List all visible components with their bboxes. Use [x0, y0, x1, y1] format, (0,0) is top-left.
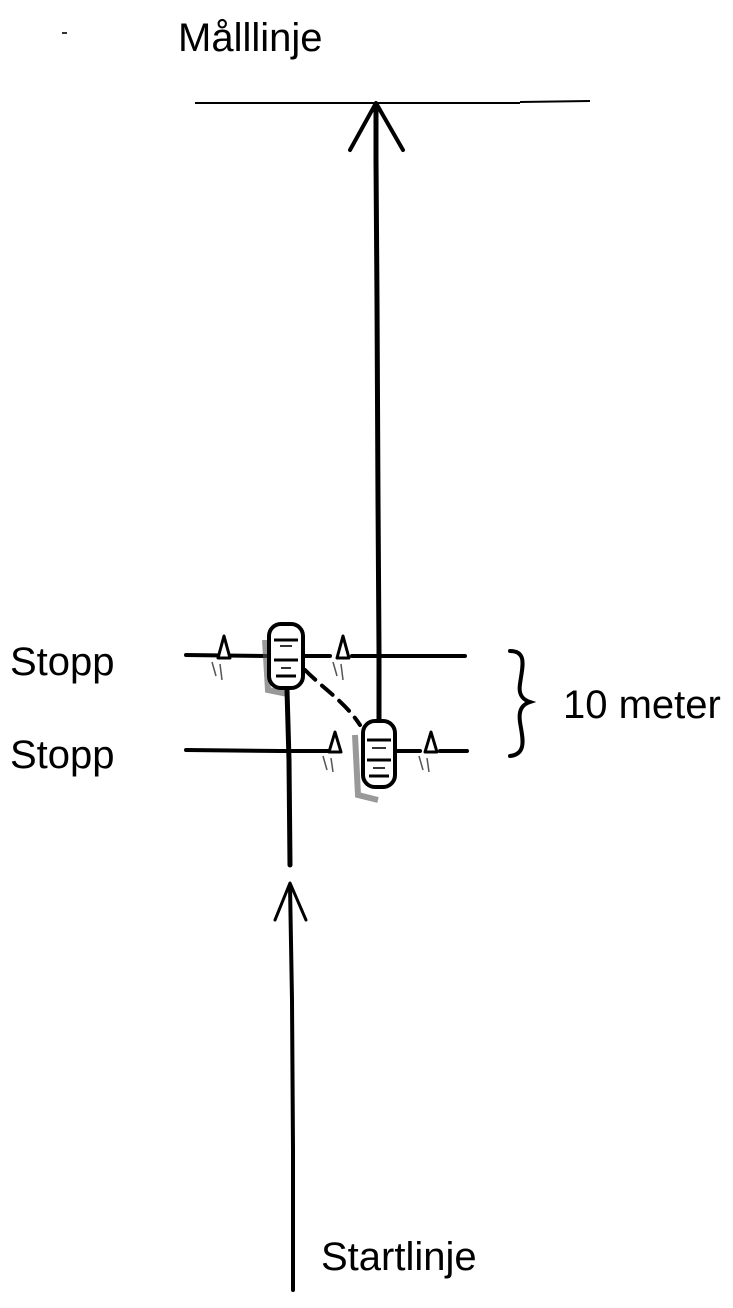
start-arrow-shaft	[288, 883, 295, 1292]
stray-mark	[62, 32, 67, 34]
finish-line-label: Målllinje	[178, 16, 323, 60]
curly-brace-icon	[508, 649, 537, 758]
stop-line-lower	[184, 748, 469, 753]
dashed-path	[303, 668, 362, 727]
stop-label-upper: Stopp	[10, 640, 115, 684]
stop-label-lower: Stopp	[10, 733, 115, 777]
arrow-head-icon	[273, 881, 308, 922]
car-icon	[352, 719, 397, 803]
cone-icon	[418, 730, 439, 773]
car-icon	[262, 622, 305, 697]
approach-line-upper	[284, 687, 293, 868]
cone-icon	[211, 634, 232, 681]
cone-icon	[332, 634, 351, 681]
cone-icon	[322, 730, 343, 773]
distance-label: 10 meter	[563, 683, 721, 727]
arrow-head-icon	[348, 101, 405, 152]
finish-arrow-shaft	[373, 105, 382, 728]
start-line-label: Startlinje	[321, 1235, 477, 1279]
finish-line	[195, 100, 591, 104]
